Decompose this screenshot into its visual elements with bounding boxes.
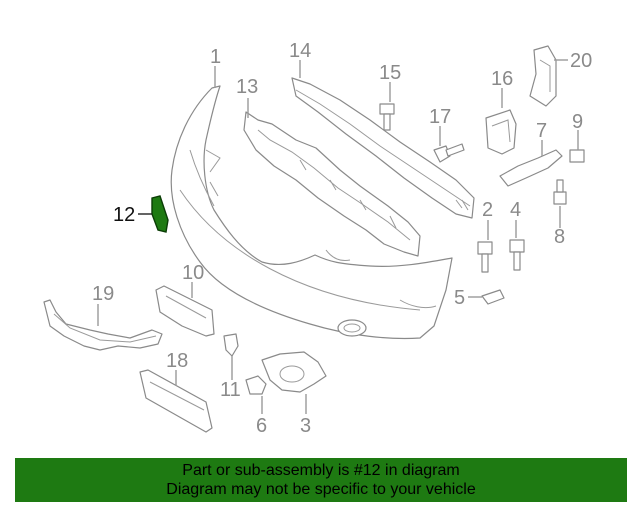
callout-3: 3 — [300, 415, 311, 437]
bracket-20-part — [529, 45, 557, 107]
callout-10: 10 — [182, 262, 204, 284]
part-info-banner: Part or sub-assembly is #12 in diagram D… — [15, 458, 627, 502]
callout-labels: 1 13 14 15 17 16 20 7 9 8 2 4 5 19 10 18… — [92, 40, 592, 437]
highlighted-part-12[interactable] — [151, 195, 169, 233]
clip-9-part — [569, 149, 585, 163]
bumper-cover-part — [170, 85, 453, 340]
bolt-4-part — [509, 239, 525, 271]
callout-5: 5 — [454, 287, 465, 309]
callout-4: 4 — [510, 199, 521, 221]
clip-8-part — [553, 179, 567, 205]
callout-2: 2 — [482, 199, 493, 221]
screw-17-part — [433, 143, 465, 163]
energy-absorber-part — [243, 111, 421, 257]
banner-line-2: Diagram may not be specific to your vehi… — [166, 481, 476, 498]
callout-6: 6 — [256, 415, 267, 437]
callout-18: 18 — [166, 350, 188, 372]
callout-15: 15 — [379, 62, 401, 84]
callout-7: 7 — [536, 120, 547, 142]
callout-17: 17 — [429, 106, 451, 128]
callout-9: 9 — [572, 111, 583, 133]
retainer-7-part — [499, 149, 563, 187]
side-bracket-part — [43, 299, 163, 351]
license-plate-base-part — [139, 369, 213, 433]
callout-12: 12 — [113, 204, 135, 226]
bracket-16-part — [485, 109, 517, 155]
license-bracket-part — [155, 285, 215, 337]
clip-11-part — [223, 333, 267, 395]
callout-16: 16 — [491, 68, 513, 90]
banner-line-1: Part or sub-assembly is #12 in diagram — [182, 462, 460, 479]
fog-bracket-part — [261, 351, 327, 393]
callout-11: 11 — [220, 379, 241, 401]
leader-lines — [97, 59, 579, 414]
seal-5-part — [481, 289, 505, 305]
bolt-2-part — [477, 241, 493, 273]
callout-8: 8 — [554, 226, 565, 248]
callout-1: 1 — [210, 46, 221, 68]
callout-20: 20 — [570, 50, 592, 72]
callout-19: 19 — [92, 283, 114, 305]
screw-15-part — [379, 103, 395, 131]
reinforcement-beam-part — [291, 77, 475, 219]
callout-13: 13 — [236, 76, 258, 98]
callout-14: 14 — [289, 40, 311, 62]
